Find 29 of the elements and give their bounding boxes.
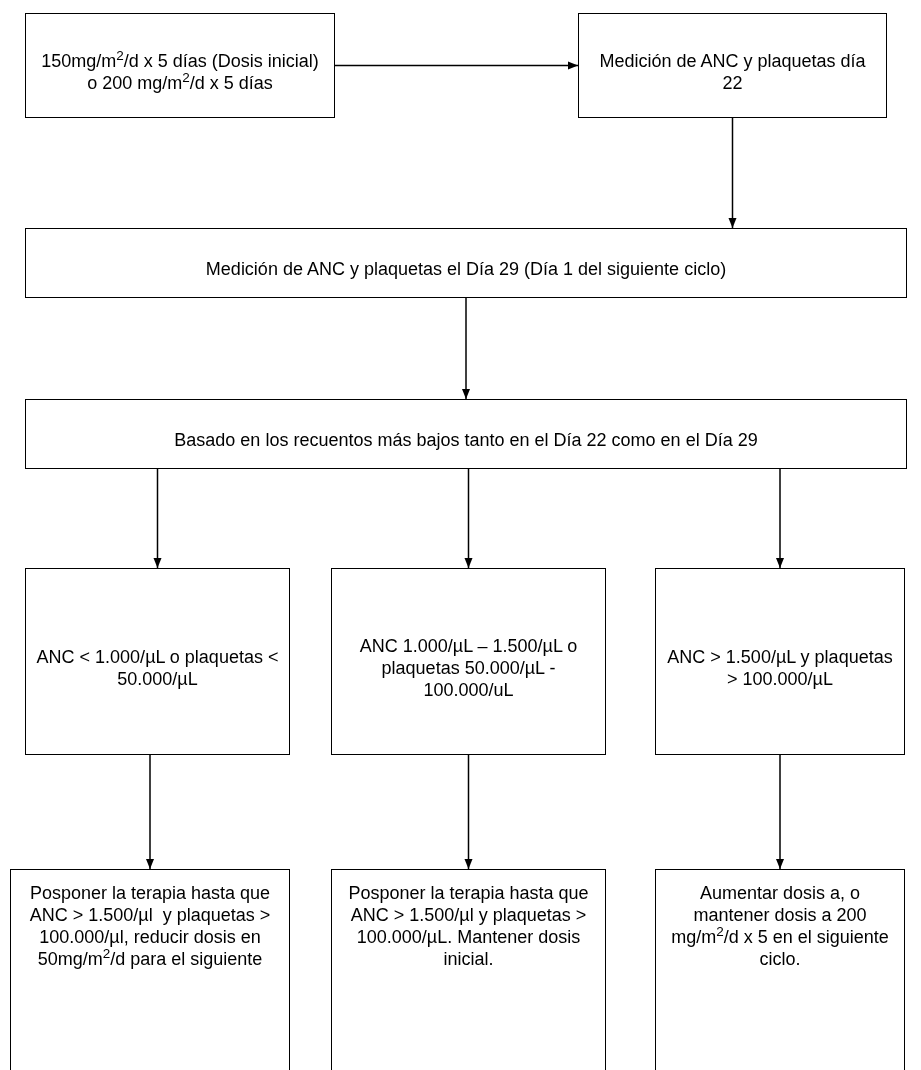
box-text: ANC < 1.000/µL o plaquetas < 50.000/µL [35, 645, 280, 690]
arrow [462, 297, 470, 400]
box-text: Basado en los recuentos más bajos tanto en el Día 22 como en el Día 29 [174, 429, 758, 451]
process-box [25, 228, 907, 298]
arrow [728, 117, 737, 229]
process-box [331, 568, 606, 755]
process-box [331, 869, 606, 1070]
arrow [334, 61, 579, 70]
box-text: ANC > 1.500/µL y plaquetas > 100.000/µL [666, 645, 894, 690]
box-text: Posponer la terapia hasta que ANC > 1.500/µl y plaquetas > 100.000/µL. Mantener dosis inicial. [347, 882, 590, 970]
process-box [25, 13, 335, 118]
process-box [655, 869, 905, 1070]
arrow [464, 468, 473, 569]
box-text: Medición de ANC y plaquetas el Día 29 (Día 1 del siguiente ciclo) [205, 258, 727, 280]
process-box [655, 568, 905, 755]
box-text: 150mg/m$^{2}$/d x 5 días (Dosis inicial) o 200 mg/m$^{2}$/d x 5 días [40, 49, 320, 94]
box-text: Posponer la terapia hasta que ANC > 1.500/µl y plaquetas > 100.000/µl, reducir dosis en 50mg/m$^{2}$/d para el siguiente [28, 882, 272, 970]
arrow [464, 754, 473, 870]
arrow [146, 754, 154, 870]
arrow [153, 468, 162, 569]
box-text: Aumentar dosis a, o mantener dosis a 200 mg/m$^{2}$/d x 5 en el siguiente ciclo. [670, 882, 890, 970]
process-box [25, 399, 907, 469]
process-box [10, 869, 290, 1070]
arrow [776, 754, 784, 870]
box-text: ANC 1.000/µL – 1.500/µL o plaquetas 50.000/µL - 100.000/uL [358, 634, 579, 701]
arrow [776, 468, 784, 569]
process-box [578, 13, 887, 118]
box-text: Medición de ANC y plaquetas día 22 [598, 49, 867, 94]
process-box [25, 568, 290, 755]
